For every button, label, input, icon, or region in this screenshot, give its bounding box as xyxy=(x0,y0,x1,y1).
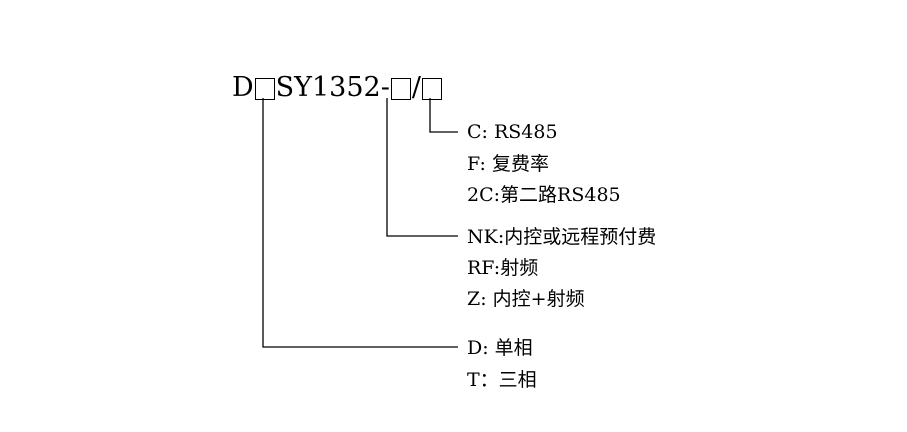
option-control-nk: NK:内控或远程预付费 xyxy=(467,226,657,248)
option-phase-d: D: 单相 xyxy=(467,337,533,359)
model-prefix: D xyxy=(232,72,254,103)
model-code: D SY1352- / xyxy=(232,68,443,108)
model-separator: / xyxy=(411,72,421,103)
option-communication-f: F: 复费率 xyxy=(467,153,549,175)
slot-1-box xyxy=(254,78,275,100)
option-communication-2c: 2C:第二路RS485 xyxy=(467,184,621,206)
option-phase-t: T：三相 xyxy=(467,369,537,391)
connector-slot-3 xyxy=(429,98,458,133)
option-communication-c: C: RS485 xyxy=(467,121,558,143)
slot-3-box xyxy=(421,78,442,100)
connector-slot-1 xyxy=(262,98,458,348)
model-middle: SY1352- xyxy=(275,72,390,103)
option-control-rf: RF:射频 xyxy=(467,257,539,279)
connector-slot-2 xyxy=(386,98,458,237)
slot-2-box xyxy=(390,78,411,100)
option-control-z: Z: 内控+射频 xyxy=(467,288,585,310)
